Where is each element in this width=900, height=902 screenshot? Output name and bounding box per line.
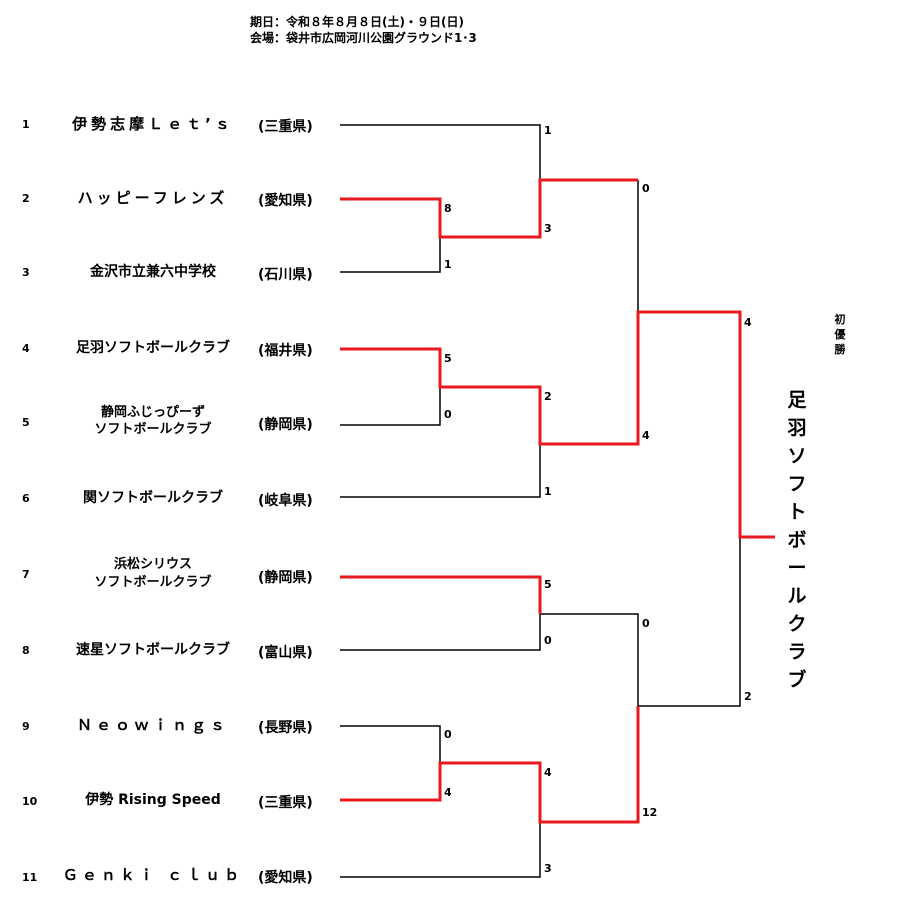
bracket-line — [340, 199, 441, 273]
seed-number: 11 — [22, 871, 38, 884]
bracket-line — [638, 537, 741, 707]
score-label: 1 — [544, 485, 552, 498]
team-name: 伊勢 Rising Speed — [85, 792, 221, 808]
seed-number: 1 — [22, 118, 30, 131]
champion-label: 初優勝 — [834, 313, 846, 356]
champion-name: 足羽ソフトボールクラブ — [787, 389, 807, 691]
bracket-line — [340, 124, 541, 180]
score-label: 3 — [544, 222, 552, 235]
score-label: 3 — [544, 862, 552, 875]
prefecture: (石川県) — [258, 267, 313, 283]
team-name: 伊勢志摩Ｌｅｔ’ｓ — [72, 115, 234, 133]
score-label: 2 — [744, 690, 752, 703]
winner-path — [340, 575, 542, 614]
bracket-line — [340, 349, 441, 426]
bracket-line — [340, 725, 441, 800]
seed-number: 2 — [22, 192, 30, 205]
score-label: 0 — [444, 728, 452, 741]
prefecture: (静岡県) — [258, 570, 313, 586]
team-name: Ｇｅｎｋｉ ｃｌｕｂ — [62, 866, 244, 884]
score-label: 4 — [642, 429, 650, 442]
bracket-line — [340, 444, 541, 498]
bracket-line — [540, 613, 639, 706]
winner-path — [340, 310, 775, 539]
score-label: 0 — [544, 634, 552, 647]
prefecture: (富山県) — [258, 645, 313, 661]
winner-path — [340, 706, 640, 824]
team-name: 関ソフトボールクラブ — [83, 490, 223, 506]
seed-number: 7 — [22, 568, 30, 581]
prefecture: (愛知県) — [258, 193, 313, 209]
score-label: 4 — [544, 766, 552, 779]
prefecture: (三重県) — [258, 795, 313, 811]
score-label: 2 — [544, 390, 552, 403]
prefecture: (福井県) — [258, 343, 313, 359]
score-label: 0 — [642, 617, 650, 630]
seed-number: 9 — [22, 720, 30, 733]
team-name-line2: ソフトボールクラブ — [94, 422, 212, 437]
seed-number: 8 — [22, 644, 30, 657]
venue-line: 会場：袋井市広岡河川公園グラウンド1･3 — [250, 31, 477, 45]
prefecture: (三重県) — [258, 119, 313, 135]
date-line: 期日：令和８年８月８日(土)・９日(日) — [250, 15, 464, 29]
seed-number: 10 — [22, 795, 38, 808]
team-name: Ｎｅｏｗｉｎｇｓ — [76, 716, 229, 734]
bracket-line — [340, 577, 541, 651]
score-label: 12 — [642, 806, 658, 819]
prefecture: (長野県) — [258, 720, 313, 736]
score-label: 0 — [444, 408, 452, 421]
seed-number: 5 — [22, 416, 30, 429]
score-label: 1 — [544, 124, 552, 137]
team-name: 足羽ソフトボールクラブ — [76, 340, 230, 356]
seed-number: 3 — [22, 266, 30, 279]
team-name: 浜松シリウス — [113, 557, 192, 572]
team-name: 金沢市立兼六中学校 — [90, 264, 216, 280]
team-name: ハッピーフレンズ — [77, 189, 229, 207]
bracket-line — [340, 822, 541, 878]
winner-path — [340, 178, 638, 239]
seed-number: 6 — [22, 492, 30, 505]
score-label: 0 — [642, 182, 650, 195]
score-label: 4 — [744, 316, 752, 329]
tournament-header: 期日：令和８年８月８日(土)・９日(日) 会場：袋井市広岡河川公園グラウンド1･… — [250, 14, 477, 46]
team-name: 静岡ふじっぴーず — [100, 405, 205, 420]
score-label: 8 — [444, 202, 452, 215]
score-label: 4 — [444, 786, 452, 799]
team-name-line2: ソフトボールクラブ — [94, 575, 212, 590]
seed-number: 4 — [22, 342, 30, 355]
score-label: 5 — [444, 352, 452, 365]
score-label: 5 — [544, 578, 552, 591]
win-lines — [340, 178, 775, 824]
prefecture: (岐阜県) — [258, 493, 313, 509]
prefecture: (愛知県) — [258, 870, 313, 886]
team-name: 速星ソフトボールクラブ — [76, 642, 230, 658]
score-label: 1 — [444, 258, 452, 271]
prefecture: (静岡県) — [258, 417, 313, 433]
